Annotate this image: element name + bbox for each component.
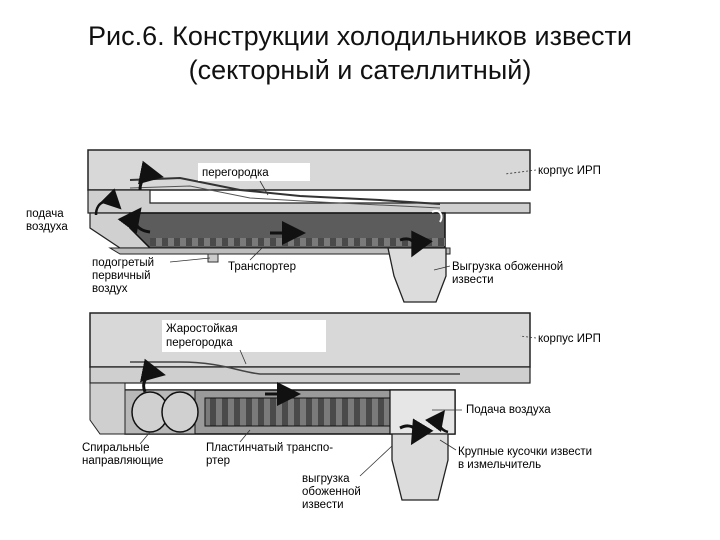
- label-coarse-2: в измельчитель: [458, 459, 541, 471]
- label-heated-air-1: подогретый: [92, 257, 154, 269]
- bottom-discharge-hopper: [391, 433, 449, 501]
- bottom-air-arrow: [140, 358, 166, 393]
- label-coarse-1: Крупные кусочки извести: [458, 446, 592, 458]
- label-plate-conveyor-2: ртер: [206, 455, 230, 467]
- bottom-air-in-arrow: [425, 409, 449, 434]
- label-heated-air-2: первичный: [92, 270, 151, 282]
- plate-conveyor: [204, 397, 391, 427]
- label-housing-top: корпус ИРП: [538, 165, 601, 177]
- label-heated-air-3: воздух: [92, 283, 128, 295]
- top-air-arrow-up: [138, 160, 164, 191]
- label-spiral-2: направляющие: [82, 455, 163, 467]
- label-bottom-discharge-3: извести: [302, 499, 344, 511]
- label-heat-partition-2: перегородка: [166, 337, 233, 349]
- top-discharge-hopper: [387, 247, 447, 303]
- label-conveyor: Транспортер: [228, 261, 296, 273]
- figure-title-line-1: Рис.6. Конструкции холодильников извести: [88, 21, 632, 51]
- label-spiral-1: Спиральные: [82, 442, 149, 454]
- top-air-arrow-in: [94, 188, 122, 216]
- label-air-supply-bottom: Подача воздуха: [466, 404, 551, 416]
- label-discharge-2: извести: [452, 274, 494, 286]
- label-housing-bottom: корпус ИРП: [538, 333, 601, 345]
- label-air-supply-2: воздуха: [26, 221, 68, 233]
- bottom-partition: [130, 361, 460, 375]
- figure-title-line-2: (секторный и сателлитный): [188, 55, 532, 85]
- label-bottom-discharge-1: выгрузка: [302, 473, 350, 485]
- bottom-discharge-arrow: [399, 418, 434, 446]
- top-flow-arrow-left: [117, 207, 151, 234]
- label-bottom-discharge-2: обоженной: [302, 486, 361, 498]
- top-discharge-arrow: [399, 230, 433, 258]
- spiral-guide-2: [161, 391, 199, 433]
- label-air-supply-1: подача: [26, 208, 64, 220]
- satellite-cooler-diagram: Жаростойкая перегородка корпус ИРП Подач…: [82, 312, 601, 511]
- label-plate-conveyor-1: Пластинчатый транспо-: [206, 442, 333, 454]
- top-partition: [129, 176, 441, 205]
- sector-cooler-diagram: перегородка корпус ИРП подача воздуха по…: [26, 149, 601, 303]
- label-heat-partition-1: Жаростойкая: [166, 323, 238, 335]
- label-partition: перегородка: [202, 167, 269, 179]
- label-discharge-1: Выгрузка обоженной: [452, 261, 563, 273]
